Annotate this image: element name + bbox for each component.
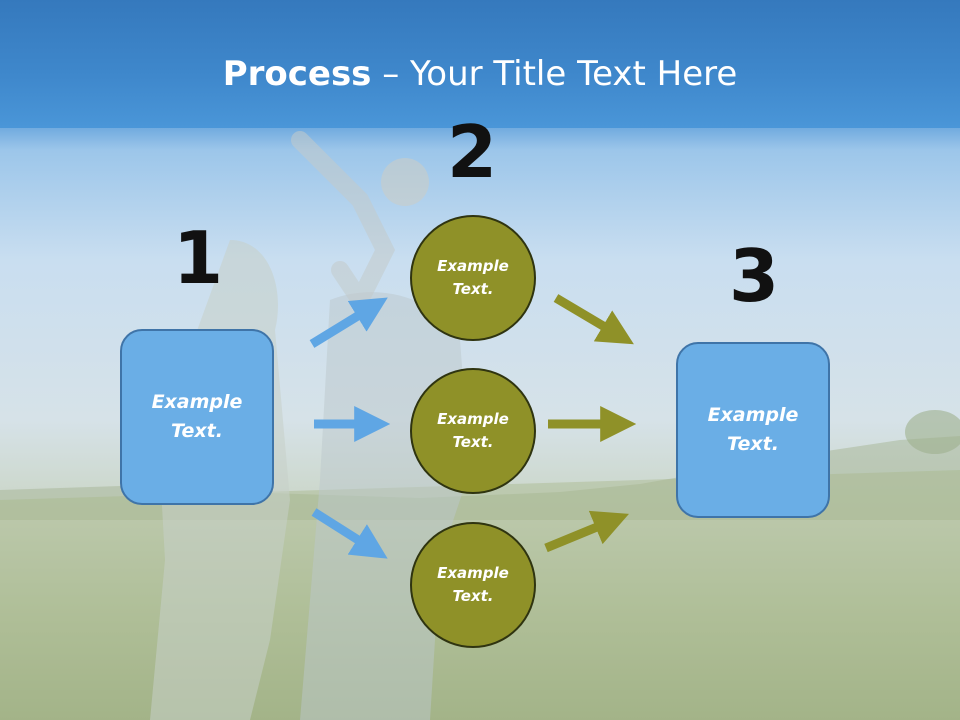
circle-middle: Example Text. [410, 368, 536, 494]
circle-middle-text: Example Text. [437, 410, 509, 451]
circle-bottom: Example Text. [410, 522, 536, 648]
right-process-box: Example Text. [676, 342, 830, 518]
header-bar [0, 0, 960, 128]
circle-bottom-text: Example Text. [437, 564, 509, 605]
circle-top: Example Text. [410, 215, 536, 341]
step-number-2: 2 [446, 110, 498, 194]
left-process-box: Example Text. [120, 329, 274, 505]
right-box-text: Example Text. [707, 404, 799, 455]
step-number-3: 3 [728, 234, 780, 318]
olive-arrow-up [544, 510, 629, 553]
left-box-text: Example Text. [151, 391, 243, 442]
circle-top-text: Example Text. [437, 257, 509, 298]
step-number-1: 1 [172, 216, 224, 300]
slide-title: Process – Your Title Text Here [0, 54, 960, 94]
blue-arrow-down [311, 508, 388, 559]
title-rest: – Your Title Text Here [371, 54, 738, 94]
blue-arrow-up [309, 297, 388, 348]
olive-arrow-down [553, 294, 634, 345]
title-bold: Process [222, 54, 372, 94]
